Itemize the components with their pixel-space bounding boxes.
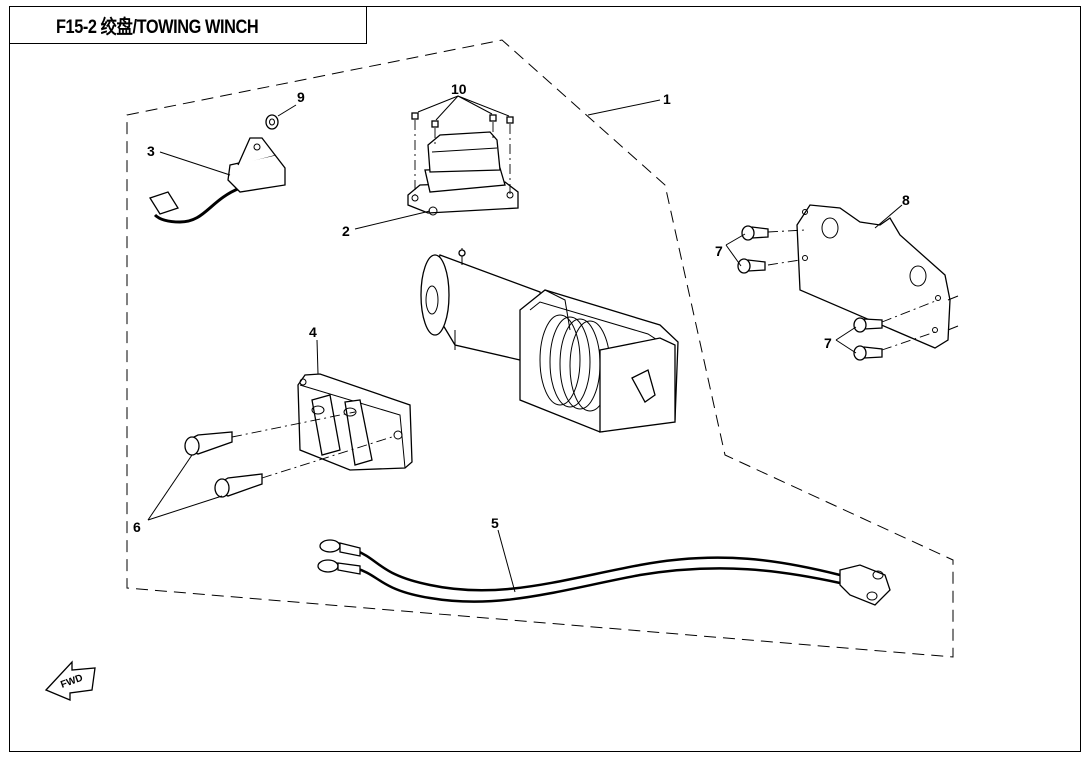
callout-8: 8 xyxy=(902,192,910,208)
relay-box-part xyxy=(407,131,519,216)
callout-6: 6 xyxy=(133,519,141,535)
roller-fairlead-part xyxy=(297,373,413,471)
forward-arrow-icon: FWD xyxy=(44,660,96,701)
bolt-parts-7 xyxy=(737,225,939,361)
callout-10: 10 xyxy=(451,81,467,97)
nut-part xyxy=(265,114,279,130)
callout-5: 5 xyxy=(491,515,499,531)
page-title: F15-2 绞盘/TOWING WINCH xyxy=(56,16,259,38)
callout-9: 9 xyxy=(297,89,305,105)
callout-2: 2 xyxy=(342,223,350,239)
mounting-plate-part xyxy=(796,204,959,349)
assembly-boundary xyxy=(126,39,954,658)
callout-1: 1 xyxy=(663,91,671,107)
callout-3: 3 xyxy=(147,143,155,159)
drawing-frame xyxy=(9,6,1081,752)
screw-parts xyxy=(411,112,514,195)
leader-lines xyxy=(147,95,903,593)
callout-7-top: 7 xyxy=(715,243,723,259)
title-box: F15-2 绞盘/TOWING WINCH xyxy=(9,6,367,44)
cable-part xyxy=(317,539,891,606)
bolt-parts-6 xyxy=(184,411,396,498)
callout-7-bottom: 7 xyxy=(824,335,832,351)
winch-part xyxy=(420,248,679,433)
switch-part xyxy=(149,137,286,224)
callout-4: 4 xyxy=(309,324,317,340)
